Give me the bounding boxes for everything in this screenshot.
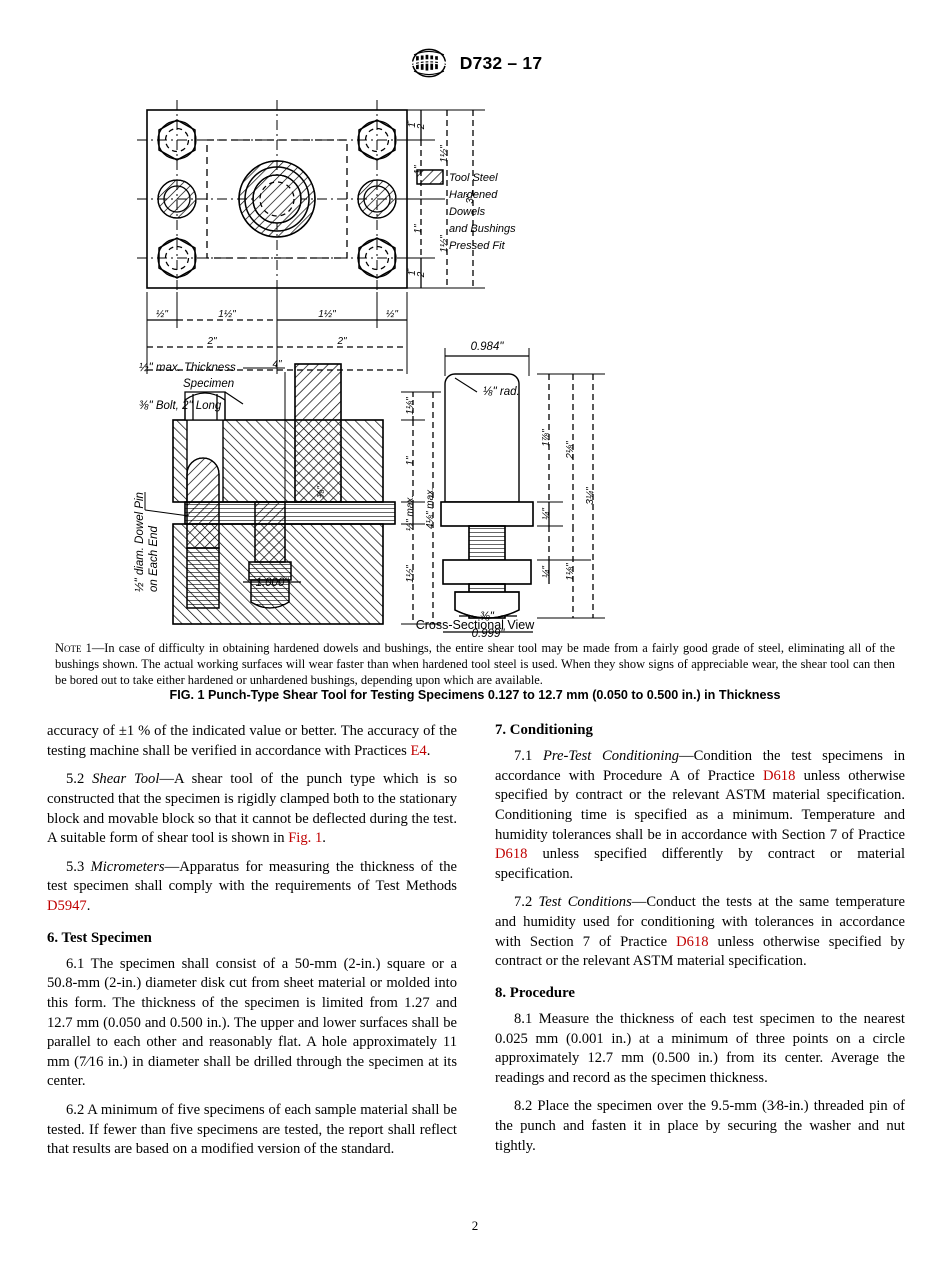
paragraph-7-1: 7.1 Pre-Test Conditioning—Condition the … — [495, 747, 905, 884]
dim-3in-overall: 3" — [465, 194, 476, 204]
link-d618-3[interactable]: D618 — [676, 933, 709, 950]
dim-cs-4-1-8-max: 4⅛" max. — [425, 487, 436, 529]
p71-text-b: unless otherwise specified by contract o… — [495, 767, 905, 843]
p72-title: Test Conditions — [538, 894, 632, 911]
dim-punch-2-1-8: 2⅛" — [565, 441, 576, 460]
dim-1in-upper: 1" — [413, 165, 424, 175]
note-text: In case of difficulty in obtaining harde… — [55, 641, 895, 688]
p72-number: 7.2 — [514, 894, 539, 911]
left-column: accuracy of ±1 % of the indicated value … — [47, 722, 457, 1202]
dim-punch-1-7-8: 1⅞" — [541, 429, 552, 447]
dim-punch-quarter-a: ¼" — [540, 508, 552, 520]
dim-punch-quarter-b: ¼" — [540, 566, 552, 578]
right-column: 7. Conditioning 7.1 Pre-Test Conditionin… — [495, 722, 905, 1202]
dim-h-1half-right: 1½" — [318, 309, 336, 320]
astm-logo-icon — [410, 48, 447, 78]
shear-tool-drawing: Tool Steel Hardened Dowels and Bushings … — [134, 100, 605, 637]
cross-sectional-view-title: Cross-Sectional View — [415, 618, 535, 632]
dim-cs-1-1-8: 1⅛" — [405, 397, 416, 415]
dim-h-4in: 4" — [272, 359, 282, 370]
p52-number: 5.2 — [66, 771, 93, 788]
figure-caption: FIG. 1 Punch-Type Shear Tool for Testing… — [169, 688, 781, 702]
label-specimen-thickness: ½" max. Thickness — [139, 362, 236, 374]
p71-title: Pre-Test Conditioning — [542, 748, 680, 764]
legend-line-5: Pressed Fit — [449, 240, 506, 252]
paragraph-7-2: 7.2 Test Conditions—Conduct the tests at… — [495, 893, 905, 972]
dim-half-top: 12" — [406, 120, 427, 131]
figure-1: Tool Steel Hardened Dowels and Bushings … — [0, 92, 950, 637]
dim-punch-3-1-4: 3¼" — [584, 487, 596, 505]
dim-1in-lower: 1" — [413, 224, 424, 234]
p71-text-c: unless specified differently by contract… — [495, 846, 905, 882]
paragraph-6-1: 6.1 The specimen shall consist of a 50-m… — [47, 955, 457, 1090]
dim-cs-half-max: ½" max. — [405, 495, 416, 531]
p71-text-a: —Condition the test specimens in accorda… — [495, 748, 906, 784]
dim-bore-1000: 1.000" — [256, 577, 290, 589]
p72-text-b: unless otherwise specified by contract o… — [495, 933, 905, 970]
dim-h-1half-left: 1½" — [218, 309, 236, 320]
dim-punch-0999: 0.999" — [472, 628, 506, 637]
label-bolt: ⅜" Bolt, 2" Long — [139, 400, 222, 412]
body-columns: accuracy of ±1 % of the indicated value … — [47, 722, 905, 1202]
document-id: D732 – 17 — [459, 52, 543, 73]
p53-text-b: . — [86, 898, 91, 914]
paragraph-5-1-continued: accuracy of ±1 % of the indicated value … — [47, 722, 457, 761]
link-d5947[interactable]: D5947 — [47, 898, 87, 914]
dim-1half-upper: 1½" — [439, 145, 450, 163]
p52-text-b: . — [322, 830, 326, 847]
dim-thread-38: ⅜" — [480, 611, 495, 623]
dim-half-bottom: 12" — [406, 268, 427, 279]
legend-line-2: Hardened — [449, 189, 498, 201]
paragraph-8-2: 8.2 Place the specimen over the 9.5-mm (… — [495, 1098, 905, 1154]
page-header: D732 – 17 — [0, 48, 950, 78]
dim-cs-1in: 1" — [405, 456, 416, 466]
p53-title: Micrometers — [90, 858, 165, 875]
link-fig-1[interactable]: Fig. 1 — [288, 830, 323, 847]
p52-text-a: —A shear tool of the punch type which is… — [47, 771, 458, 847]
heading-8-procedure: 8. Procedure — [495, 984, 575, 1001]
dim-h-2in-left: 2" — [206, 336, 217, 347]
paragraph-8-1: 8.1 Measure the thickness of each test s… — [495, 1010, 905, 1086]
p53-number: 5.3 — [66, 858, 91, 875]
paragraph-5-2: 5.2 Shear Tool—A shear tool of the punch… — [47, 770, 457, 849]
dim-1half-lower: 1½" — [439, 235, 450, 253]
note-label: Note 1— — [55, 641, 105, 655]
dim-radius-eighth: ⅛" rad. — [483, 386, 520, 398]
p53-text-a: —Apparatus for measuring the thickness o… — [47, 858, 457, 895]
p71-number: 7.1 — [514, 748, 543, 764]
p72-text-a: —Conduct the tests at the same temperatu… — [495, 894, 905, 950]
figure-note: Note 1—In case of difficulty in obtainin… — [55, 640, 895, 688]
page-number: 2 — [471, 1218, 479, 1233]
legend-line-4: and Bushings — [449, 223, 516, 235]
p51-text-a: accuracy of ±1 % of the indicated value … — [47, 723, 457, 759]
legend-line-1: Tool Steel — [449, 172, 498, 184]
label-dowel-pin-2: on Each End — [148, 526, 160, 592]
link-d618-1[interactable]: D618 — [762, 767, 796, 784]
dim-punch-0984: 0.984" — [471, 341, 505, 353]
paragraph-5-3: 5.3 Micrometers—Apparatus for measuring … — [47, 858, 457, 917]
paragraph-6-2: 6.2 A minimum of five specimens of each … — [47, 1102, 457, 1158]
p51-text-b: . — [426, 742, 431, 759]
dim-h-2in-right: 2" — [336, 336, 347, 347]
legend-line-3: Dowels — [449, 206, 486, 218]
p52-title: Shear Tool — [92, 771, 160, 788]
dim-cs-small-3-8: ⅜" — [316, 486, 327, 498]
link-e4[interactable]: E4 — [410, 742, 427, 759]
link-d618-2[interactable]: D618 — [495, 846, 528, 863]
dim-h-half-right: ½" — [386, 309, 398, 320]
dim-cs-1-1-2: 1½" — [405, 565, 416, 583]
heading-6-test-specimen: 6. Test Specimen — [47, 929, 152, 946]
label-specimen: Specimen — [183, 378, 234, 390]
dim-h-half-left: ½" — [156, 309, 168, 320]
heading-7-conditioning: 7. Conditioning — [495, 722, 593, 738]
dim-punch-1-1-8: 1⅛" — [565, 563, 576, 581]
label-dowel-pin: ½" diam. Dowel Pin — [134, 492, 146, 592]
